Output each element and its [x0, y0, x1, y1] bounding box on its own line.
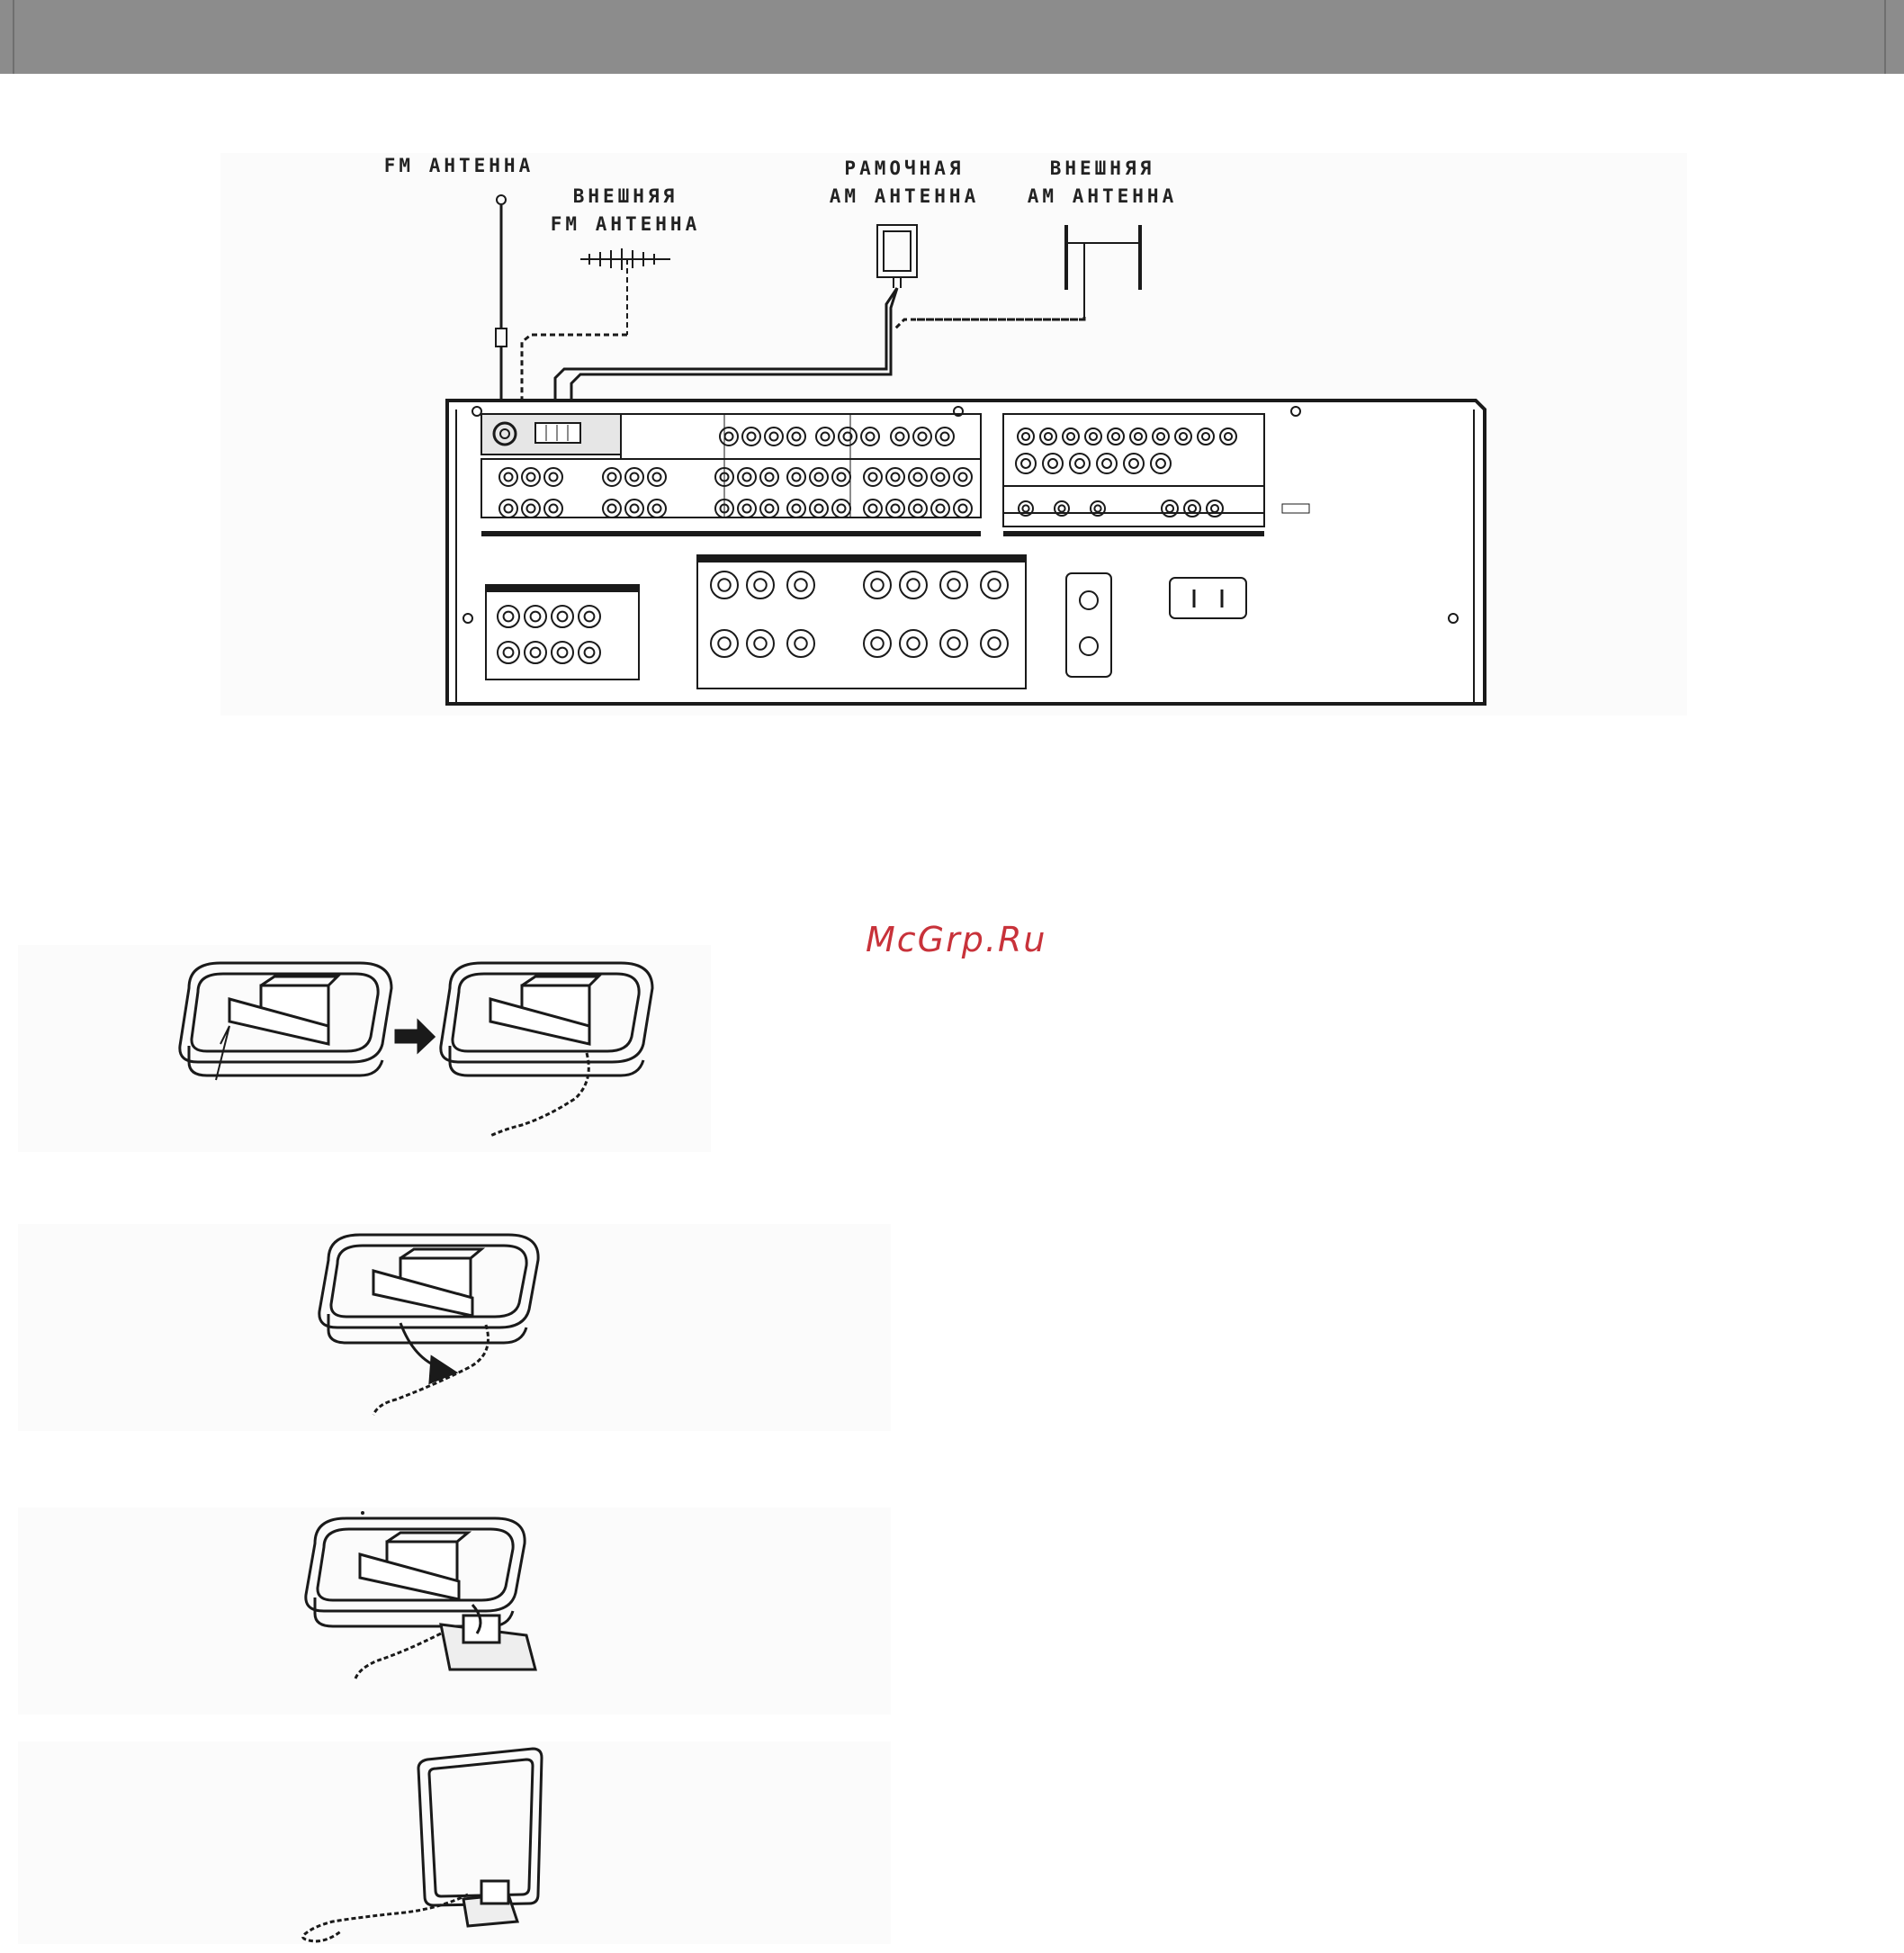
arrow-right-icon [396, 1022, 434, 1051]
fm-antenna-plug-icon [496, 328, 507, 346]
header-bar [0, 0, 1904, 74]
label-fm-antenna: FM АНТЕННА [364, 155, 553, 185]
step-1-figure [18, 945, 711, 1152]
connection-diagram-svg [220, 153, 1687, 716]
step-3-figure [18, 1508, 891, 1714]
label-external-fm-antenna: ВНЕШНЯЯ FM АНТЕННА [540, 183, 711, 240]
step-3-svg [18, 1508, 891, 1714]
watermark: McGrp.Ru [866, 920, 1046, 959]
header-right-edge [1884, 0, 1886, 74]
step-2-svg [18, 1224, 891, 1431]
receiver-rear-panel [447, 400, 1485, 704]
connection-diagram [220, 153, 1687, 716]
step-4-svg [18, 1742, 891, 1944]
am-terminals [535, 423, 580, 443]
step-2-figure [18, 1224, 891, 1431]
header-left-edge [13, 0, 14, 74]
antenna-wire [355, 1634, 441, 1678]
arrow-down-icon [430, 1357, 455, 1382]
step-4-figure [18, 1742, 891, 1944]
label-external-am-antenna: ВНЕШНЯЯ АМ АНТЕННА [1012, 155, 1192, 212]
fm-antenna-tip-icon [497, 195, 506, 204]
antenna-wire [490, 1053, 588, 1136]
step-1-svg [18, 945, 711, 1152]
antenna-wire [303, 1894, 468, 1941]
label-loop-am-antenna: РАМОЧНАЯ АМ АНТЕННА [814, 155, 994, 212]
